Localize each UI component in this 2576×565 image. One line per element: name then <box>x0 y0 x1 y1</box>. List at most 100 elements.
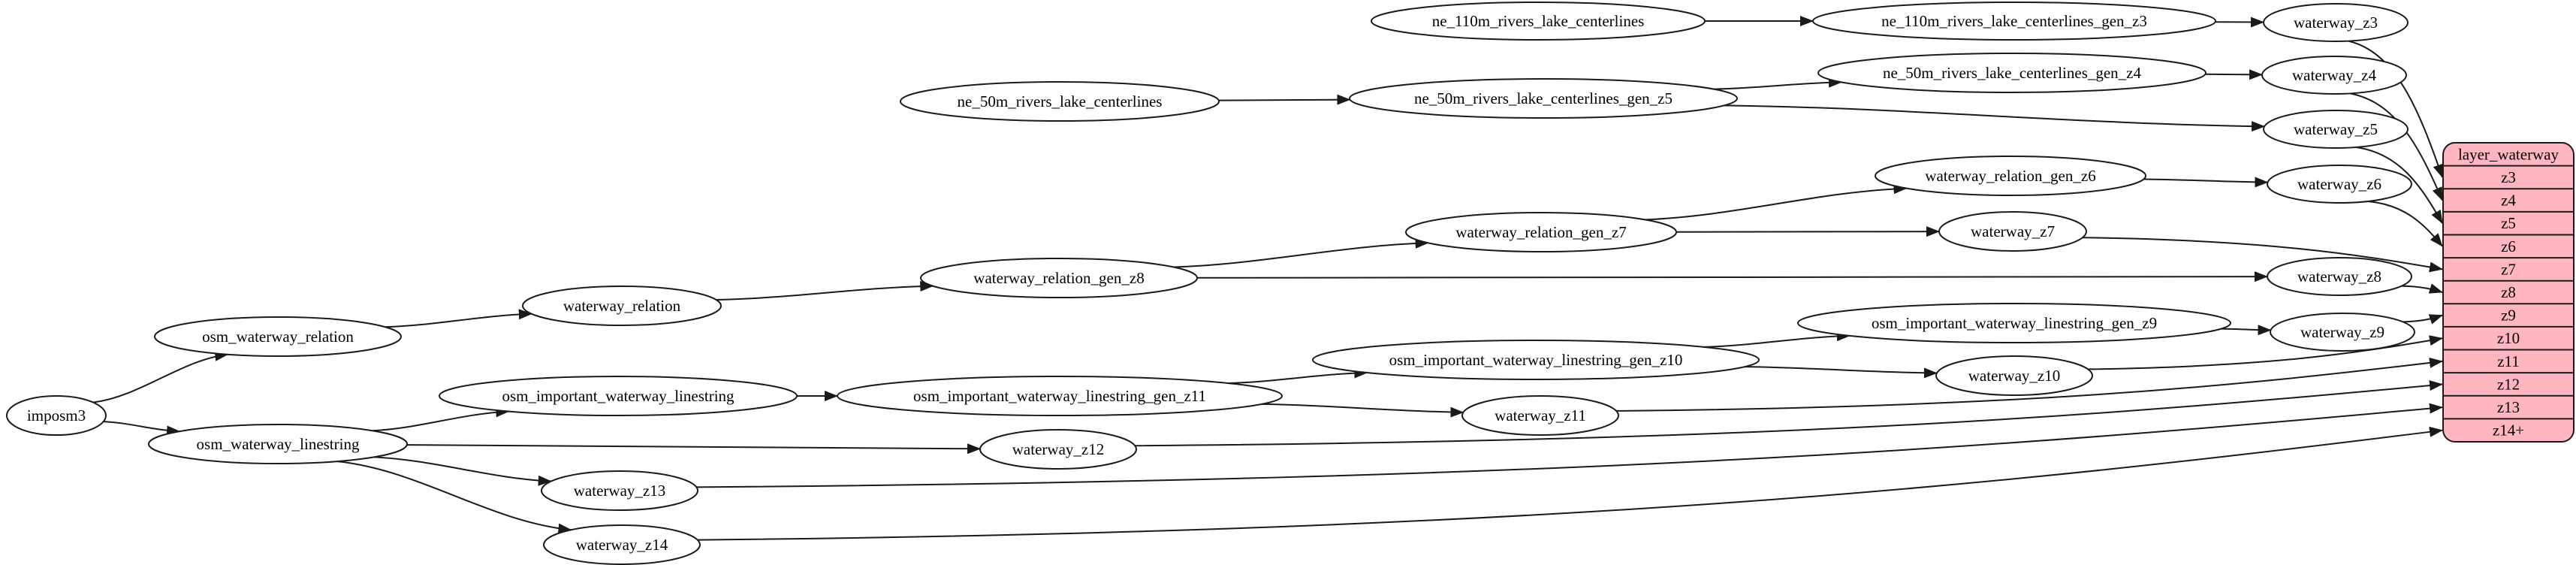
osm_important_waterway_linestring_gen_z9-label: osm_important_waterway_linestring_gen_z9 <box>1872 314 2157 332</box>
osm_waterway_relation-label: osm_waterway_relation <box>202 328 354 346</box>
waterway_z9-ellipse <box>2270 313 2415 352</box>
edge-ne_50m_rivers_lake_centerlines-to-ne_50m_rivers_lake_centerlines_gen_z5 <box>1218 94 1351 105</box>
node-osm_important_waterway_linestring_gen_z10: osm_important_waterway_linestring_gen_z1… <box>1312 340 1760 380</box>
edge-waterway_relation_gen_z6-to-waterway_z6 <box>2143 177 2269 188</box>
edge-waterway_relation_gen_z8-to-waterway_relation_gen_z7 <box>1173 237 1429 268</box>
waterway_relation-ellipse <box>522 286 722 326</box>
edge-waterway_z13-to-layer_waterway-z13 <box>696 403 2443 488</box>
layer_waterway-header-label: layer_waterway <box>2458 145 2559 163</box>
waterway_z5-ellipse <box>2263 110 2409 149</box>
edge-waterway_z8-to-layer_waterway-z8 <box>2401 283 2443 294</box>
edge-waterway_relation-to-waterway_relation_gen_z8 <box>716 281 934 301</box>
imposm3-ellipse <box>6 395 107 436</box>
node-imposm3: imposm3 <box>6 395 107 436</box>
node-ne_110m_rivers_lake_centerlines: ne_110m_rivers_lake_centerlines <box>1371 2 1706 41</box>
node-waterway_relation: waterway_relation <box>522 286 722 326</box>
layer-row-z5-label: z5 <box>2501 214 2516 232</box>
osm_important_waterway_linestring_gen_z10-ellipse <box>1312 340 1760 380</box>
waterway_z5-label: waterway_z5 <box>2294 120 2378 138</box>
node-waterway_z7: waterway_z7 <box>1938 211 2087 252</box>
node-waterway_z12: waterway_z12 <box>979 429 1137 470</box>
osm_important_waterway_linestring-label: osm_important_waterway_linestring <box>502 387 734 405</box>
edge-osm_waterway_linestring-to-waterway_z14 <box>336 461 572 534</box>
edge-osm_important_waterway_linestring_gen_z10-to-osm_important_waterway_linestring_gen_z9 <box>1703 331 1851 348</box>
osm_waterway_linestring-label: osm_waterway_linestring <box>197 435 360 453</box>
layer-row-z14plus-label: z14+ <box>2493 421 2524 440</box>
waterway_relation_gen_z6-label: waterway_relation_gen_z6 <box>1925 167 2095 185</box>
waterway_z13-label: waterway_z13 <box>574 482 665 500</box>
waterway_z3-label: waterway_z3 <box>2294 14 2378 32</box>
node-waterway_z9: waterway_z9 <box>2270 313 2415 352</box>
node-waterway_z11: waterway_z11 <box>1461 395 1619 436</box>
waterway_relation_gen_z8-ellipse <box>920 258 1198 298</box>
waterway_z3-ellipse <box>2263 3 2409 42</box>
waterway_z12-ellipse <box>979 429 1137 470</box>
waterway_relation_gen_z6-ellipse <box>1875 156 2146 196</box>
waterway_z6-ellipse <box>2267 165 2412 204</box>
osm_important_waterway_linestring_gen_z9-ellipse <box>1797 303 2231 343</box>
osm_waterway_linestring-ellipse <box>148 424 408 464</box>
ne_50m_rivers_lake_centerlines-label: ne_50m_rivers_lake_centerlines <box>958 92 1163 110</box>
osm_important_waterway_linestring-ellipse <box>439 376 798 416</box>
edge-waterway_z7-to-layer_waterway-z7 <box>2082 237 2443 273</box>
edge-osm_waterway_linestring-to-waterway_z12 <box>406 443 982 455</box>
edge-ne_50m_rivers_lake_centerlines_gen_z4-to-waterway_z4 <box>2205 69 2264 80</box>
waterway_z7-label: waterway_z7 <box>1971 222 2055 240</box>
waterway_z14-label: waterway_z14 <box>576 536 668 554</box>
node-ne_110m_rivers_lake_centerlines_gen_z3: ne_110m_rivers_lake_centerlines_gen_z3 <box>1812 2 2216 41</box>
layer-row-z9-label: z9 <box>2501 307 2516 325</box>
node-waterway_z14: waterway_z14 <box>543 524 701 565</box>
osm_important_waterway_linestring_gen_z10-label: osm_important_waterway_linestring_gen_z1… <box>1389 351 1683 369</box>
edge-osm_waterway_linestring-to-waterway_z13 <box>373 456 552 486</box>
waterway_z11-label: waterway_z11 <box>1495 406 1586 425</box>
edge-waterway_z10-to-layer_waterway-z10 <box>2088 335 2443 370</box>
edges-layer <box>92 16 2444 541</box>
node-waterway_z5: waterway_z5 <box>2263 110 2409 149</box>
layer-row-z13-label: z13 <box>2497 398 2520 416</box>
node-osm_important_waterway_linestring: osm_important_waterway_linestring <box>439 376 798 416</box>
waterway_z9-label: waterway_z9 <box>2300 323 2384 341</box>
node-waterway_relation_gen_z8: waterway_relation_gen_z8 <box>920 258 1198 298</box>
edge-osm_waterway_relation-to-waterway_relation <box>385 309 532 328</box>
ne_110m_rivers_lake_centerlines_gen_z3-label: ne_110m_rivers_lake_centerlines_gen_z3 <box>1881 12 2147 30</box>
ne_50m_rivers_lake_centerlines_gen_z5-label: ne_50m_rivers_lake_centerlines_gen_z5 <box>1414 89 1673 107</box>
node-waterway_z13: waterway_z13 <box>541 470 698 511</box>
ne_110m_rivers_lake_centerlines-label: ne_110m_rivers_lake_centerlines <box>1432 12 1645 30</box>
ne_50m_rivers_lake_centerlines-ellipse <box>900 81 1220 122</box>
layer-row-z4-label: z4 <box>2501 192 2516 210</box>
imposm3-label: imposm3 <box>27 406 86 425</box>
node-ne_50m_rivers_lake_centerlines_gen_z4: ne_50m_rivers_lake_centerlines_gen_z4 <box>1817 53 2206 93</box>
waterway_z7-ellipse <box>1938 211 2087 252</box>
waterway_z10-ellipse <box>1935 355 2093 396</box>
node-waterway_z10: waterway_z10 <box>1935 355 2093 396</box>
layer-row-z3-label: z3 <box>2501 168 2516 186</box>
edge-waterway_z6-to-layer_waterway-z6 <box>2367 200 2443 247</box>
waterway_z11-ellipse <box>1461 395 1619 436</box>
node-waterway_relation_gen_z6: waterway_relation_gen_z6 <box>1875 156 2146 196</box>
edge-osm_important_waterway_linestring_gen_z10-to-waterway_z10 <box>1744 366 1938 379</box>
edge-osm_important_waterway_linestring_gen_z11-to-osm_important_waterway_linestring_gen_z10 <box>1228 367 1368 385</box>
node-waterway_relation_gen_z7: waterway_relation_gen_z7 <box>1405 212 1677 252</box>
node-osm_waterway_linestring: osm_waterway_linestring <box>148 424 408 464</box>
edge-waterway_z14-to-layer_waterway-z14plus <box>697 426 2443 541</box>
node-ne_50m_rivers_lake_centerlines: ne_50m_rivers_lake_centerlines <box>900 81 1220 122</box>
ne_50m_rivers_lake_centerlines_gen_z5-ellipse <box>1349 78 1738 119</box>
node-waterway_z6: waterway_z6 <box>2267 165 2412 204</box>
ne_50m_rivers_lake_centerlines_gen_z4-ellipse <box>1817 53 2206 93</box>
node-waterway_z4: waterway_z4 <box>2261 56 2407 95</box>
edge-osm_important_waterway_linestring_gen_z11-to-waterway_z11 <box>1261 403 1464 418</box>
edge-waterway_z11-to-layer_waterway-z11 <box>1616 357 2443 412</box>
layer-row-z11-label: z11 <box>2497 352 2520 370</box>
osm_important_waterway_linestring_gen_z11-ellipse <box>837 376 1283 416</box>
waterway_z8-label: waterway_z8 <box>2297 267 2381 286</box>
waterway_relation_gen_z7-label: waterway_relation_gen_z7 <box>1455 223 1626 241</box>
node-osm_important_waterway_linestring_gen_z11: osm_important_waterway_linestring_gen_z1… <box>837 376 1283 416</box>
nodes-layer: imposm3 osm_waterway_relation osm_waterway… <box>6 2 2415 565</box>
ne_110m_rivers_lake_centerlines_gen_z3-ellipse <box>1812 2 2216 41</box>
waterway_relation-label: waterway_relation <box>563 297 681 315</box>
layer-row-z8-label: z8 <box>2501 283 2516 301</box>
edge-ne_50m_rivers_lake_centerlines_gen_z5-to-waterway_z5 <box>1724 104 2266 132</box>
layer-row-z10-label: z10 <box>2497 329 2520 347</box>
